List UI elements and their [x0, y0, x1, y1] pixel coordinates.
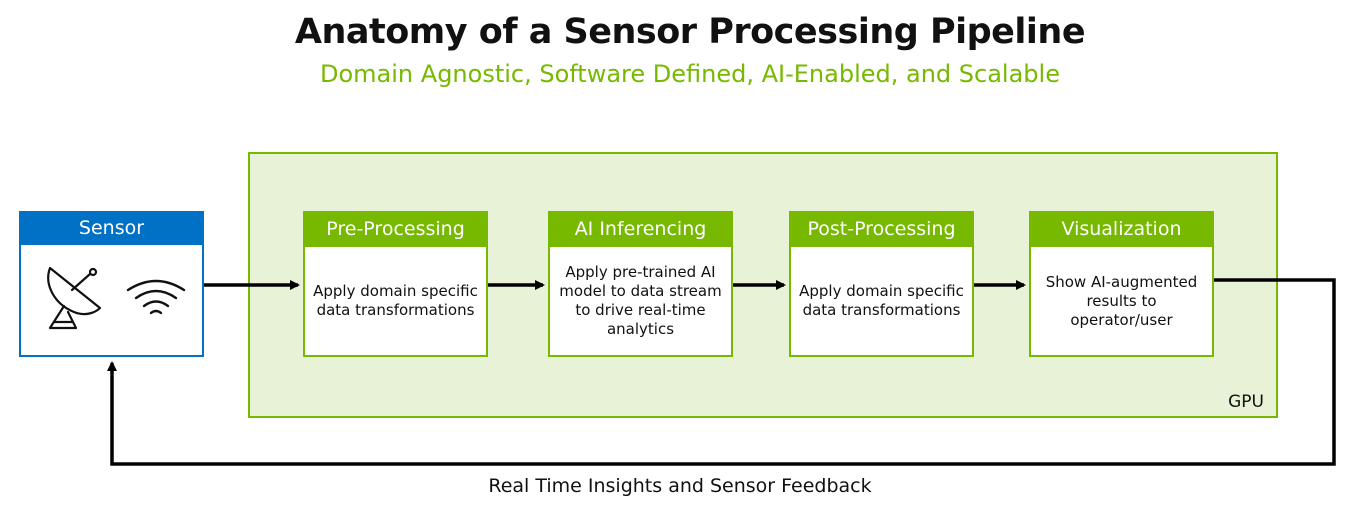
- stage-description: Show AI-augmented results to operator/us…: [1045, 272, 1198, 329]
- stage-ai-inferencing: AI Inferencing Apply pre-trained AI mode…: [548, 211, 733, 357]
- stage-visualization: Visualization Show AI-augmented results …: [1029, 211, 1214, 357]
- gpu-label: GPU: [1228, 392, 1264, 412]
- stage-title: AI Inferencing: [550, 213, 731, 247]
- stage-title: Pre-Processing: [305, 213, 486, 247]
- feedback-label: Real Time Insights and Sensor Feedback: [488, 475, 872, 497]
- sensor-box-title: Sensor: [21, 213, 202, 245]
- stage-description: Apply pre-trained AI model to data strea…: [559, 263, 722, 338]
- wireless-signal-icon: [126, 279, 186, 315]
- stage-title: Post-Processing: [791, 213, 972, 247]
- stage-pre-processing: Pre-Processing Apply domain specific dat…: [303, 211, 488, 357]
- stage-description: Apply domain specific data transformatio…: [313, 282, 478, 319]
- diagram-subtitle: Domain Agnostic, Software Defined, AI-En…: [320, 60, 1060, 88]
- satellite-dish-icon: [47, 266, 102, 330]
- diagram-title: Anatomy of a Sensor Processing Pipeline: [294, 12, 1086, 52]
- stage-title: Visualization: [1031, 213, 1212, 247]
- stage-description: Apply domain specific data transformatio…: [799, 282, 964, 319]
- stage-post-processing: Post-Processing Apply domain specific da…: [789, 211, 974, 357]
